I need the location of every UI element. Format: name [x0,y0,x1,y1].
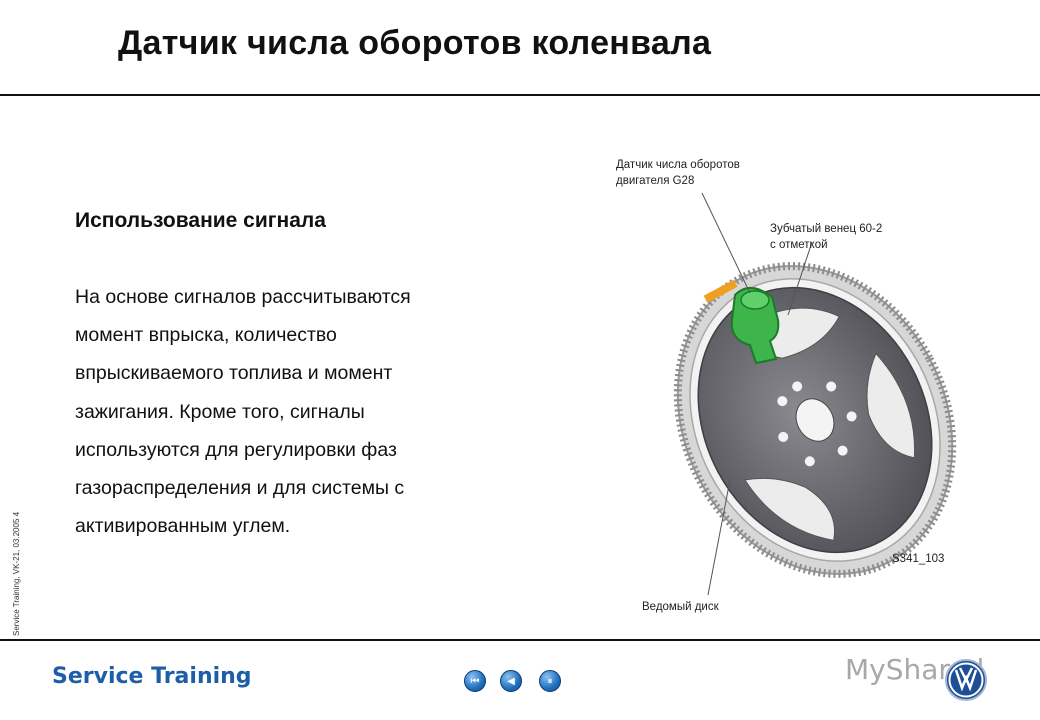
pause-icon: ⏸ [547,675,553,687]
skip-back-icon: ⏮ [470,675,480,687]
sensor-label-line1: Датчик числа оборотов [616,159,740,171]
nav-back-button[interactable]: ◀ [500,670,522,692]
page-title: Датчик числа оборотов коленвала [118,24,712,62]
paragraph-line: используются для регулировки фаз [75,438,397,461]
nav-pause-button[interactable]: ⏸ [539,670,561,692]
vertical-footnote: Service Training, VK-21, 03.2005 4 [0,400,21,640]
section-subtitle: Использование сигнала [75,209,326,232]
paragraph-line: газораспределения и для системы с [75,477,405,500]
paragraph-line: активированным углем. [75,515,291,538]
flywheel-illustration [673,192,957,596]
disk-label: Ведомый диск [642,601,719,613]
figure-code: S341_103 [892,553,945,565]
leader-line-disk [707,479,731,596]
ring-label: Зубчатый венец 60-2 с отметкой [770,221,882,253]
nav-first-button[interactable]: ⏮ [464,670,486,692]
ring-label-line2: с отметкой [770,239,828,251]
vw-logo [945,659,987,701]
leader-line-ring [787,241,813,316]
sensor-label: Датчик числа оборотов двигателя G28 [616,157,740,189]
footer-brand: Service Training [52,664,252,689]
paragraph-line: впрыскиваемого топлива и момент [75,362,393,385]
play-back-icon: ◀ [507,675,515,687]
sensor-g28 [730,287,780,365]
paragraph-line: зажигания. Кроме того, сигналы [75,400,365,423]
header-divider [0,94,1040,96]
sensor-label-line2: двигателя G28 [616,175,695,187]
paragraph-line: момент впрыска, количество [75,324,337,347]
ring-label-line1: Зубчатый венец 60-2 [770,223,883,235]
paragraph-line: На основе сигналов рассчитываются [75,286,411,308]
gear-ring [673,262,957,578]
footer-divider [0,639,1040,641]
flywheel-figure: Датчик числа оборотов двигателя G28 Зубч… [600,145,1020,625]
vertical-footnote-text: Service Training, VK-21, 03.2005 4 [12,511,21,636]
leader-line-sensor [701,192,751,294]
reference-mark [703,279,738,303]
body-paragraph: На основе сигналов рассчитываются момент… [75,278,515,545]
